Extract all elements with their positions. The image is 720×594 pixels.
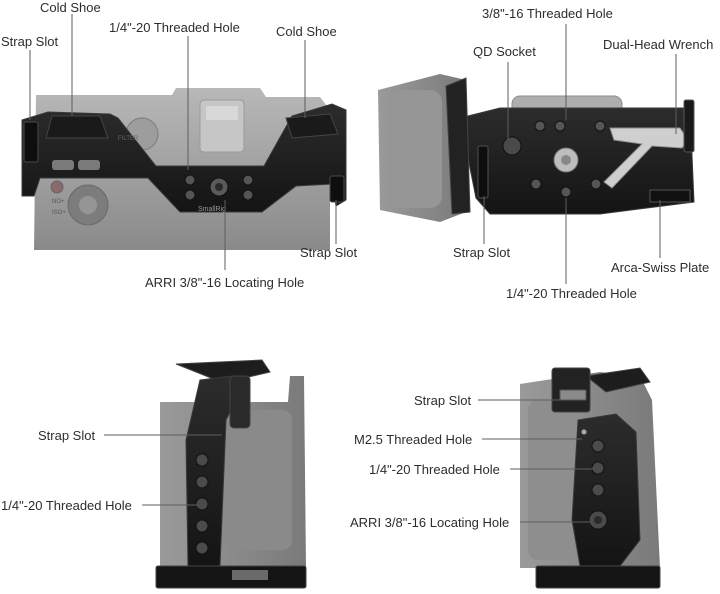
label-strap-slot-top-left: Strap Slot [1, 34, 59, 49]
m25-hole [580, 428, 588, 436]
label-dual-head-wrench: Dual-Head Wrench [603, 37, 714, 52]
svg-text:ISO+: ISO+ [52, 210, 66, 216]
label-arri-hole-top: ARRI 3/8"-16 Locating Hole [145, 275, 305, 290]
qd-socket [502, 136, 522, 156]
label-threaded-hole-top-left: 1/4"-20 Threaded Hole [109, 20, 240, 35]
label-arca-swiss-plate: Arca-Swiss Plate [611, 260, 710, 275]
top-handle-left [175, 359, 271, 381]
view-top-right [378, 74, 695, 222]
cold-shoe-left [45, 115, 109, 139]
cold-shoe-right [285, 113, 339, 139]
label-14-threaded-hole-bottom-left: 1/4"-20 Threaded Hole [1, 498, 132, 513]
base-plate-right [535, 565, 661, 589]
arca-swiss-rail [649, 189, 691, 203]
label-strap-slot-top-right: Strap Slot [453, 245, 511, 260]
label-38-threaded-hole: 3/8"-16 Threaded Hole [482, 6, 613, 21]
label-14-threaded-hole-top-right: 1/4"-20 Threaded Hole [506, 286, 637, 301]
strap-slot-left [23, 121, 39, 163]
label-strap-slot-bottom-left: Strap Slot [38, 428, 96, 443]
record-button [50, 180, 64, 194]
grip-cage-right [571, 413, 641, 567]
view-bottom-left [155, 359, 307, 589]
svg-text:FILTER: FILTER [118, 136, 139, 142]
view-top-left: SmallRig FILTER NO+ ISO+ [21, 88, 347, 250]
view-bottom-right [520, 367, 661, 589]
label-14-threaded-hole-bottom-right: 1/4"-20 Threaded Hole [369, 462, 500, 477]
threaded-hole-plate [560, 186, 572, 198]
svg-text:NO+: NO+ [52, 199, 65, 205]
label-qd-socket: QD Socket [473, 44, 536, 59]
label-strap-slot-bottom-right: Strap Slot [414, 393, 472, 408]
strap-slot-right [329, 175, 345, 203]
leader-lines [29, 14, 677, 523]
label-arri-hole-bottom-right: ARRI 3/8"-16 Locating Hole [350, 515, 510, 530]
label-strap-slot-top-left-b: Strap Slot [300, 245, 358, 260]
brand-engraving-top: SmallRig [198, 206, 226, 213]
label-cold-shoe-left: Cold Shoe [40, 0, 101, 15]
strap-slot-right-view [559, 389, 587, 401]
label-m25-threaded-hole: M2.5 Threaded Hole [354, 432, 473, 447]
top-handle-right [584, 367, 651, 393]
strap-slot-plate [477, 145, 489, 199]
base-plate-left [155, 565, 307, 589]
label-cold-shoe-right: Cold Shoe [276, 24, 337, 39]
